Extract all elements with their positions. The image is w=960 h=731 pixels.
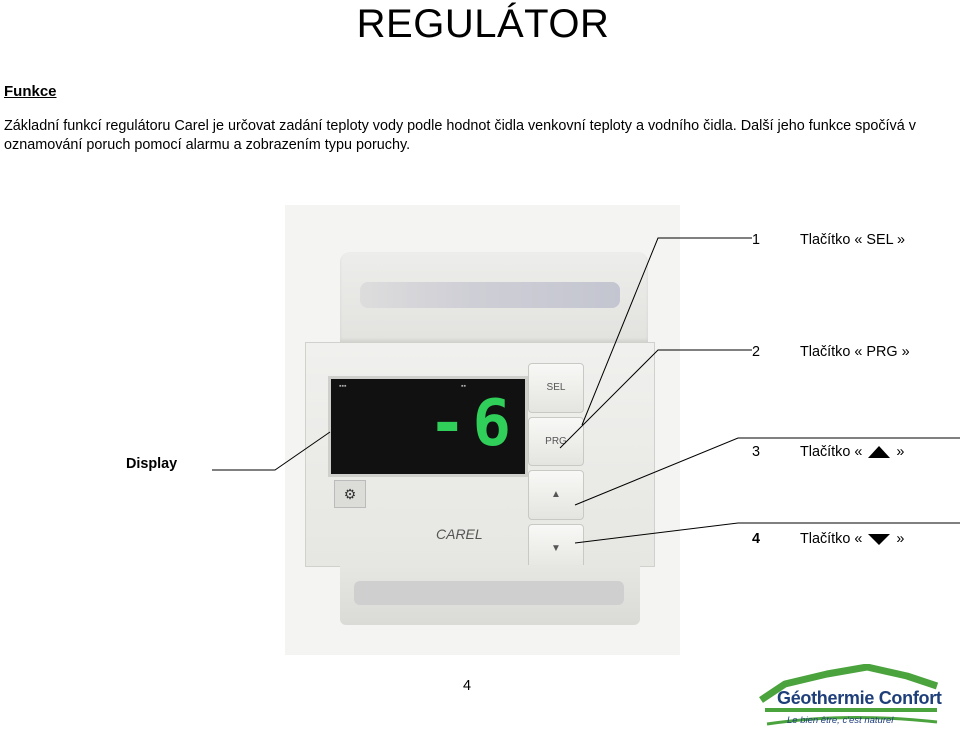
callout-1-number: 1: [752, 232, 761, 248]
up-key[interactable]: ▲: [528, 470, 584, 520]
callout-line-display: [212, 431, 331, 471]
callout-line-2: [559, 349, 960, 449]
callout-4-label-after: »: [896, 531, 905, 547]
callout-4: 4 Tlačítko « »: [752, 531, 960, 551]
controller-front: ▪▪▪ ▪▪ -6 SEL PRG ▲ ▼ ⚙ CAREL: [305, 342, 655, 573]
display-value: -6: [427, 387, 517, 461]
keypad: SEL PRG ▲ ▼: [528, 363, 584, 573]
callout-line-3: [574, 437, 960, 506]
callout-2: 2 Tlačítko « PRG »: [752, 344, 960, 364]
geothermie-confort-logo: Géothermie Confort Le bien être, c'est n…: [757, 663, 942, 726]
callout-1-label: Tlačítko « SEL »: [800, 232, 906, 248]
case-bottom: [340, 565, 640, 625]
tap-icon: ⚙: [334, 480, 366, 508]
triangle-up-icon: [868, 446, 891, 459]
callout-line-4: [574, 522, 960, 544]
logo-roof-graphic: [759, 663, 939, 726]
callout-3-label-before: Tlačítko «: [800, 444, 863, 460]
callout-2-number: 2: [752, 344, 761, 360]
case-top: [340, 252, 648, 342]
section-heading: Funkce: [4, 83, 57, 100]
callout-4-number: 4: [752, 531, 761, 547]
callout-2-label: Tlačítko « PRG »: [800, 344, 910, 360]
callout-line-1: [581, 237, 960, 426]
lcd-display: ▪▪▪ ▪▪ -6: [328, 376, 528, 477]
callout-1: 1 Tlačítko « SEL »: [752, 232, 960, 252]
down-key[interactable]: ▼: [528, 523, 584, 573]
body-line-1: Základní funkcí regulátoru Carel je určo…: [4, 118, 916, 134]
page-number: 4: [463, 678, 472, 694]
display-label: Display: [126, 456, 178, 472]
prg-key[interactable]: PRG: [528, 416, 584, 466]
callout-3: 3 Tlačítko « »: [752, 444, 960, 460]
body-line-2: oznamování poruch pomocí alarmu a zobraz…: [4, 137, 411, 153]
device-brand: CAREL: [436, 526, 483, 542]
terminal-strip-bottom: [354, 581, 624, 605]
logo-slogan: Le bien être, c'est naturel: [787, 715, 894, 726]
page-title: REGULÁTOR: [356, 2, 610, 46]
logo-name: Géothermie Confort: [777, 688, 942, 708]
triangle-down-icon: [868, 533, 891, 545]
body-paragraph: Základní funkcí regulátoru Carel je určo…: [4, 117, 960, 155]
callout-3-number: 3: [752, 444, 761, 460]
callout-4-label-before: Tlačítko «: [800, 531, 863, 547]
callout-3-label-after: »: [896, 444, 905, 460]
sel-key[interactable]: SEL: [528, 363, 584, 413]
controller-photo: ▪▪▪ ▪▪ -6 SEL PRG ▲ ▼ ⚙ CAREL: [285, 205, 680, 655]
terminal-strip: [360, 282, 620, 308]
